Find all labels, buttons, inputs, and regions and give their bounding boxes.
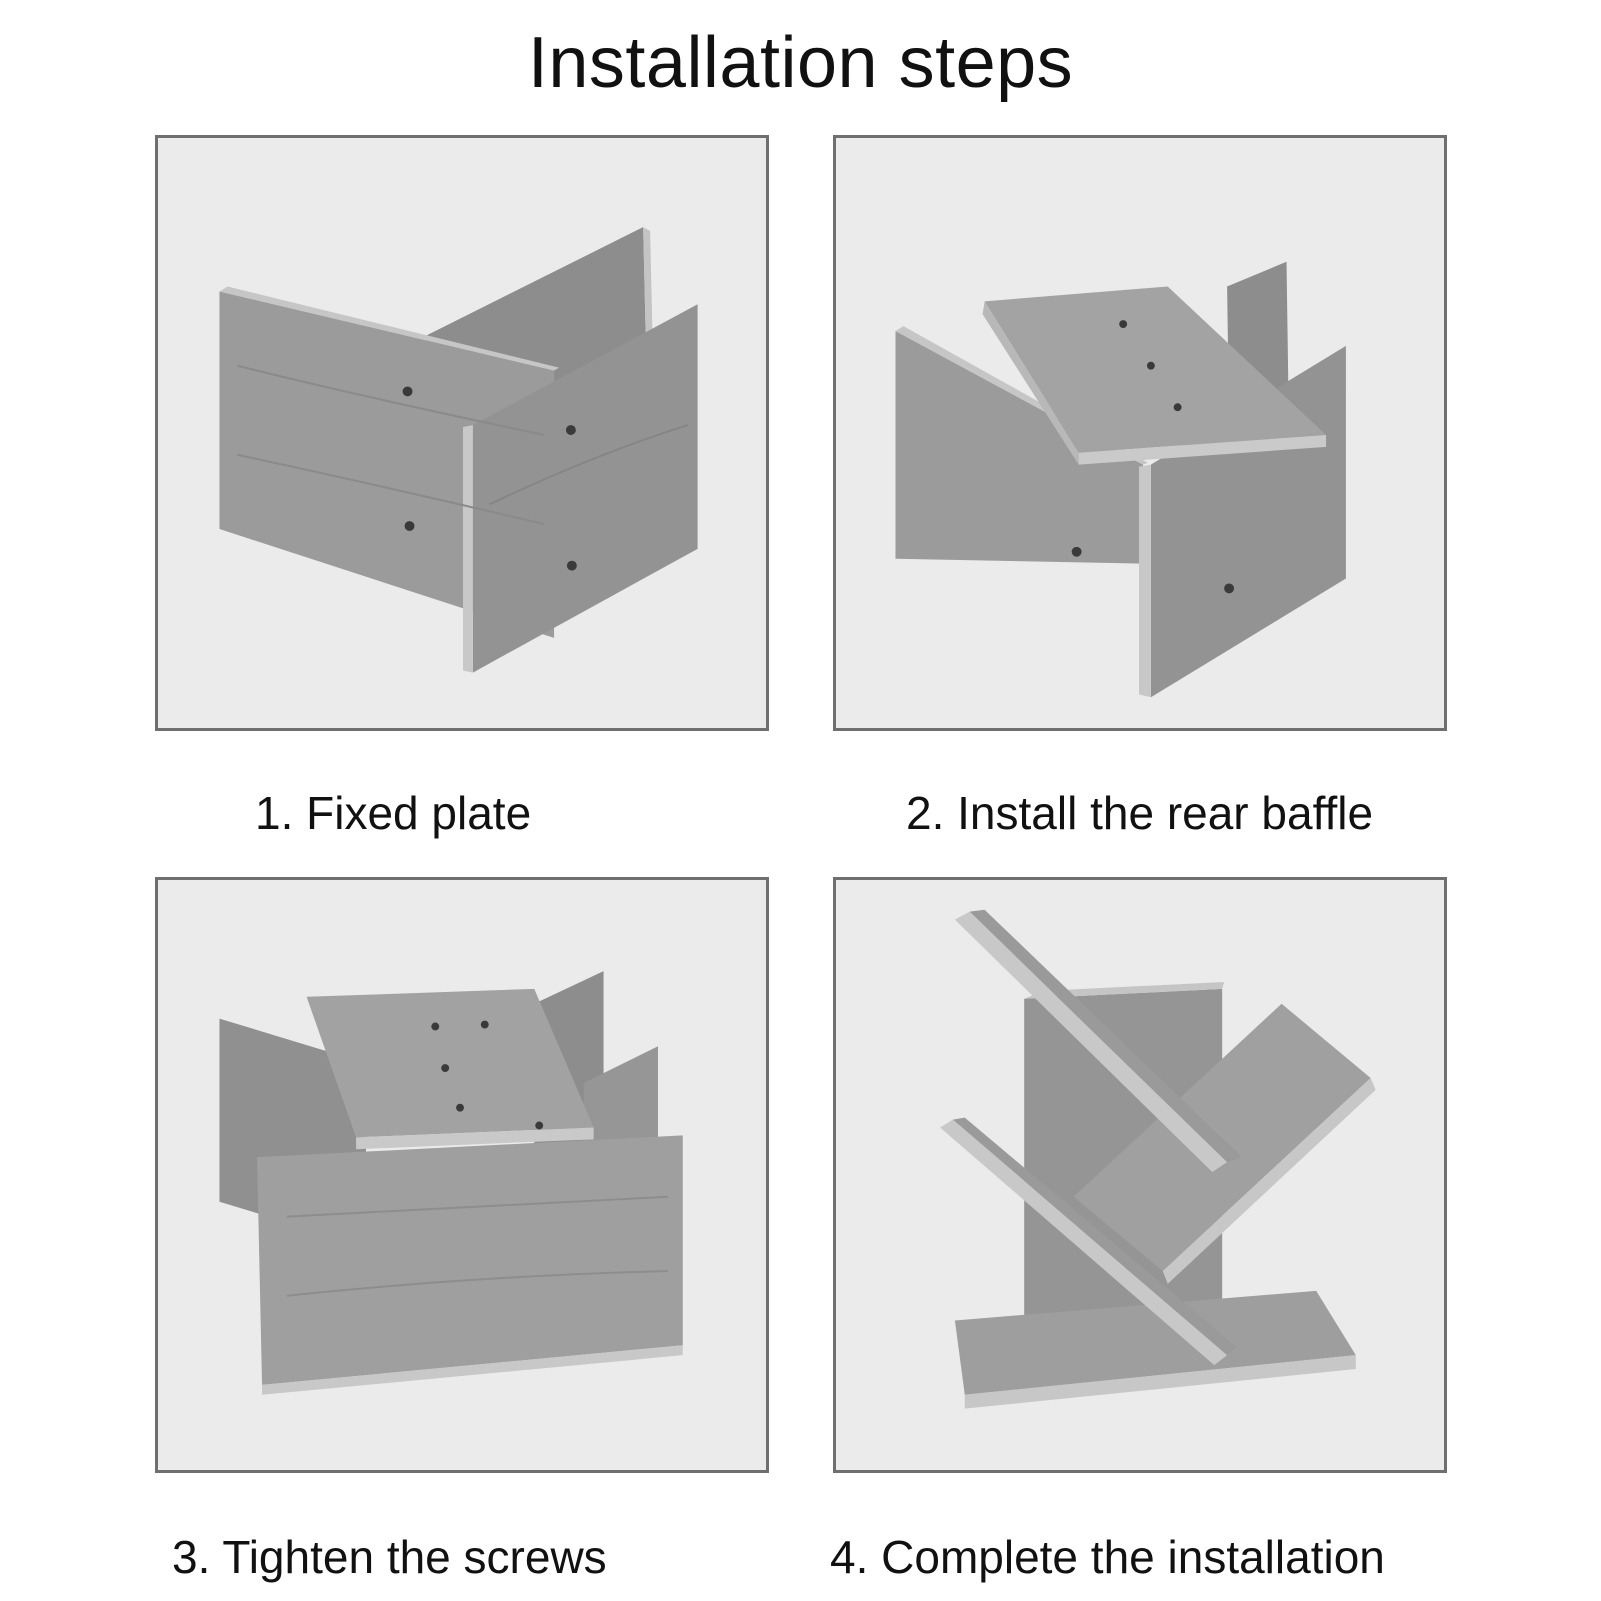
step-3-panel	[155, 877, 769, 1473]
step-1-caption: 1. Fixed plate	[255, 786, 531, 840]
page-title: Installation steps	[0, 22, 1601, 104]
step-4-caption: 4. Complete the installation	[830, 1530, 1385, 1584]
screws-icon	[158, 880, 766, 1470]
step-1-panel	[155, 135, 769, 731]
rear-baffle-icon	[836, 138, 1444, 728]
step-3-caption: 3. Tighten the screws	[172, 1530, 607, 1584]
step-4-panel	[833, 877, 1447, 1473]
step-2-caption: 2. Install the rear baffle	[906, 786, 1373, 840]
two-side-panels-icon	[158, 138, 766, 728]
step-2-panel	[833, 135, 1447, 731]
tree-bookshelf-icon	[836, 880, 1444, 1470]
